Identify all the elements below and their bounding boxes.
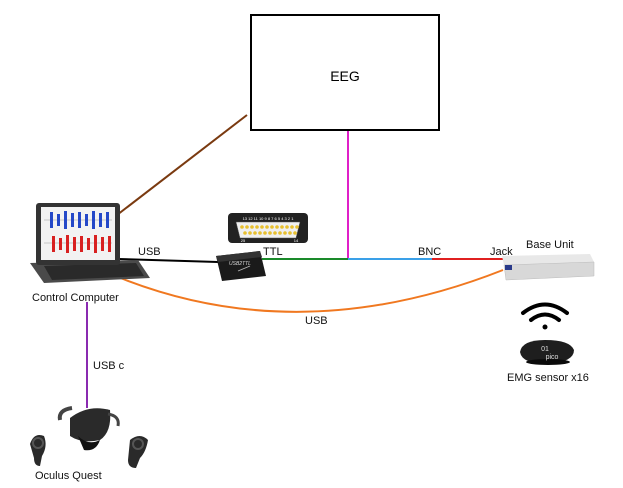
vr-headset-icon: [57, 406, 120, 451]
emg-sensor-icon: 01 pico: [520, 340, 574, 365]
usb-c-label: USB c: [93, 360, 125, 372]
laptop-icon: [30, 203, 150, 283]
ttl-label: TTL: [263, 246, 283, 258]
usb-top-label: USB: [138, 246, 161, 258]
control-computer-label: Control Computer: [32, 292, 119, 304]
db25-pin-25: 25: [241, 238, 246, 243]
emg-sensor-brand: pico: [546, 354, 559, 361]
emg-sensor-label: EMG sensor x16: [507, 372, 589, 384]
usb-computer-to-interface-line: [117, 258, 219, 263]
eeg-to-computer-line: [116, 114, 248, 216]
jack-label: Jack: [490, 246, 513, 258]
vr-controller-left-icon: [30, 435, 46, 466]
db25-connector-icon: 13 12 11 10 9 8 7 6 5 4 3 2 1 25 14: [228, 213, 308, 243]
usb-computer-to-base-line: [117, 269, 504, 313]
vr-controller-right-icon: [128, 436, 148, 468]
usb2ttl-interface-icon: USB2TTL: [216, 251, 266, 281]
emg-sensor-id: 01: [541, 346, 549, 353]
base-unit-label: Base Unit: [526, 239, 574, 251]
oculus-quest-label: Oculus Quest: [35, 470, 102, 482]
usb2ttl-label: USB2TTL: [229, 261, 251, 267]
eeg-label: EEG: [330, 68, 360, 84]
base-unit-icon: [502, 254, 595, 281]
db25-pin-numbers: 13 12 11 10 9 8 7 6 5 4 3 2 1: [243, 216, 295, 221]
eeg-box: EEG: [250, 14, 440, 131]
usb-bottom-label: USB: [305, 315, 328, 327]
bnc-label: BNC: [418, 246, 442, 258]
wifi-icon: [521, 302, 569, 330]
db25-pin-14: 14: [294, 238, 299, 243]
